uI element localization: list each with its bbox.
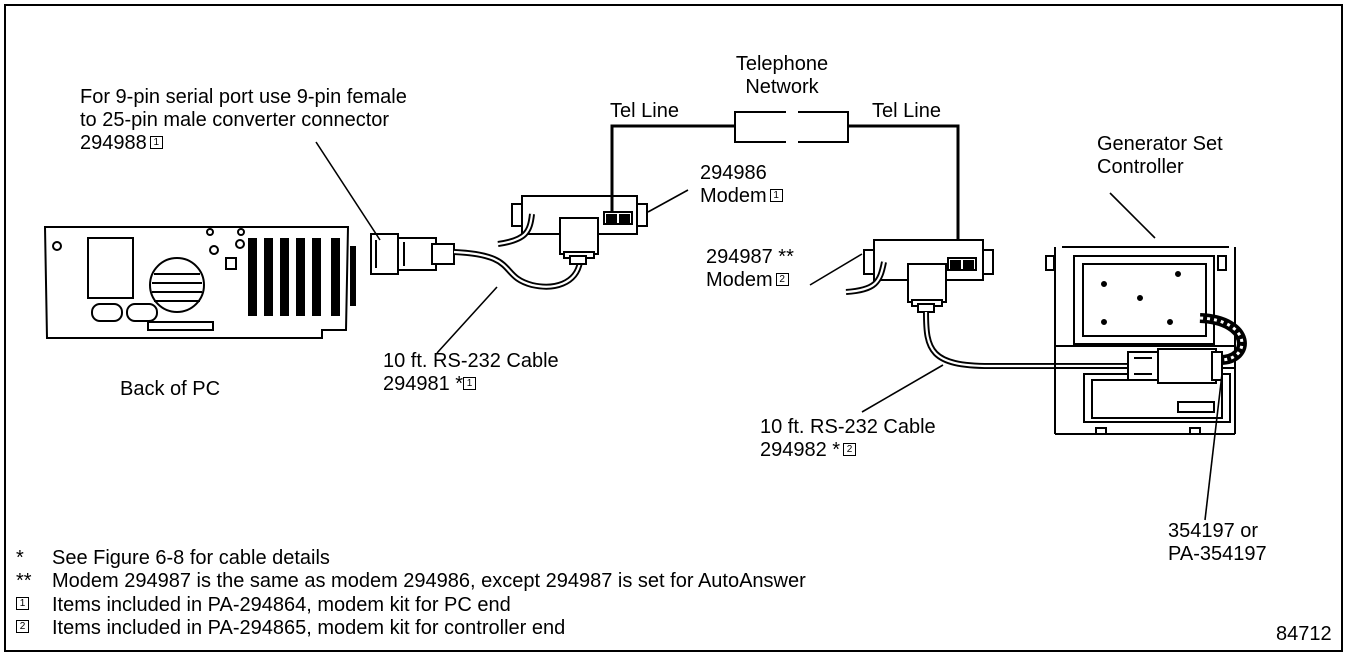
- modem2-name: Modem: [706, 269, 773, 291]
- note-text: Items included in PA-294864, modem kit f…: [52, 594, 511, 616]
- telephone-network-label: Telephone Network: [722, 53, 842, 99]
- note-2: ** Modem 294987 is the same as modem 2949…: [16, 570, 806, 593]
- kit1-box-mark: 1: [769, 189, 783, 203]
- tel-line-left: [610, 124, 735, 213]
- cable2-leader: [861, 364, 944, 413]
- note-marker: *: [16, 547, 24, 569]
- tel-line-left-label: Tel Line: [610, 100, 679, 122]
- converter-part-number: 294988: [80, 132, 147, 154]
- harness-line2: PA-354197: [1168, 543, 1267, 565]
- cable2-name: 10 ft. RS-232 Cable: [760, 416, 936, 438]
- converter-note-line2: to 25-pin male converter connector: [80, 109, 390, 131]
- cable1-leader: [436, 286, 498, 354]
- note-text: Items included in PA-294865, modem kit f…: [52, 617, 566, 639]
- note-box-mark: 2: [16, 620, 29, 634]
- converter-note-line1: For 9-pin serial port use 9-pin female: [80, 86, 407, 108]
- tel-line-right-label: Tel Line: [872, 100, 941, 122]
- rs232-cable-1: [453, 249, 583, 290]
- generator-leader: [1109, 192, 1156, 239]
- controller-connector: [1127, 348, 1223, 384]
- generator-line2: Controller: [1097, 156, 1184, 178]
- modem2-part-number: 294987 **: [706, 246, 794, 268]
- telephone-line2: Network: [745, 76, 819, 98]
- kit2-box-mark: 2: [775, 273, 789, 287]
- kit2-box-mark: 2: [843, 443, 857, 457]
- tel-line-right: [848, 124, 960, 264]
- modem-294986: [497, 195, 648, 265]
- cable1-label: 10 ft. RS-232 Cable 294981 *1: [383, 350, 559, 396]
- harness-line1: 354197 or: [1168, 520, 1259, 542]
- generator-set-controller: [1045, 246, 1236, 435]
- telephone-network-symbol: [734, 111, 849, 143]
- harness-leader: [1204, 373, 1223, 521]
- note-marker: **: [16, 570, 32, 592]
- modem1-name: Modem: [700, 185, 767, 207]
- back-of-pc-label: Back of PC: [120, 378, 221, 400]
- cable1-part-number: 294981 *: [383, 373, 464, 395]
- note-box-mark: 1: [16, 597, 29, 611]
- modem1-part-number: 294986: [700, 162, 767, 184]
- converter-connector: [370, 233, 455, 275]
- converter-note: For 9-pin serial port use 9-pin female t…: [80, 86, 407, 155]
- note-4: 2 Items included in PA-294865, modem kit …: [16, 617, 565, 640]
- kit1-box-mark: 1: [149, 136, 163, 150]
- generator-line1: Generator Set: [1097, 133, 1223, 155]
- modem-294987: [845, 239, 994, 313]
- telephone-line1: Telephone: [735, 53, 829, 75]
- note-text: Modem 294987 is the same as modem 294986…: [52, 570, 806, 592]
- generator-label: Generator Set Controller: [1097, 133, 1223, 179]
- figure-border: [4, 4, 1343, 652]
- modem1-leader: [647, 189, 689, 213]
- note-text: See Figure 6-8 for cable details: [52, 547, 330, 569]
- harness-label: 354197 or PA-354197: [1168, 520, 1267, 566]
- cable2-part-number: 294982 *: [760, 439, 841, 461]
- cable1-name: 10 ft. RS-232 Cable: [383, 350, 559, 372]
- converter-leader: [315, 141, 381, 241]
- note-3: 1 Items included in PA-294864, modem kit …: [16, 594, 511, 617]
- kit1-box-mark: 1: [463, 377, 477, 391]
- pc-expansion-slots: [248, 238, 356, 316]
- figure-number: 84712: [1276, 623, 1332, 645]
- modem2-leader: [809, 253, 863, 286]
- cable2-label: 10 ft. RS-232 Cable 294982 *2: [760, 416, 936, 462]
- note-1: * See Figure 6-8 for cable details: [16, 547, 330, 570]
